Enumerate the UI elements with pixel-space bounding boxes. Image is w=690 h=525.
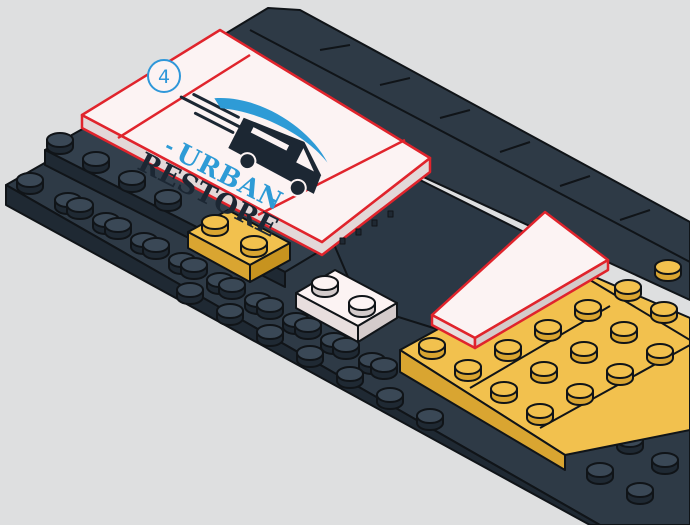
baseplate-stud (67, 198, 93, 219)
step-number: 4 (158, 66, 170, 88)
baseplate-stud (587, 463, 613, 484)
white-stud (349, 296, 375, 317)
yellow-stud (647, 344, 673, 365)
step-number-badge: 4 (148, 60, 180, 92)
baseplate-stud (295, 318, 321, 339)
baseplate-stud (181, 258, 207, 279)
baseplate-stud (297, 346, 323, 367)
yellow-stud (575, 300, 601, 321)
yellow-stud (491, 382, 517, 403)
yellow-stud (571, 342, 597, 363)
baseplate-stud (47, 133, 73, 154)
baseplate-stud (257, 298, 283, 319)
yellow-stud (655, 260, 681, 281)
baseplate-stud (143, 238, 169, 259)
baseplate-stud (337, 367, 363, 388)
yellow-stud (419, 338, 445, 359)
baseplate-stud (177, 283, 203, 304)
baseplate-stud (652, 453, 678, 474)
baseplate-stud (257, 325, 283, 346)
yellow-stud (611, 322, 637, 343)
baseplate-stud (17, 173, 43, 194)
yellow-stud (607, 364, 633, 385)
baseplate-stud (371, 358, 397, 379)
yellow-stud (535, 320, 561, 341)
yellow-stud (455, 360, 481, 381)
yellow-stud (527, 404, 553, 425)
baseplate-stud (105, 218, 131, 239)
yellow-stud (567, 384, 593, 405)
baseplate-stud (219, 278, 245, 299)
yellow-stud (615, 280, 641, 301)
yellow-stud (495, 340, 521, 361)
baseplate-stud (627, 483, 653, 504)
white-stud (312, 276, 338, 297)
baseplate-stud (217, 304, 243, 325)
baseplate-stud (83, 152, 109, 173)
yellow-stud (531, 362, 557, 383)
baseplate-stud (377, 388, 403, 409)
yellow-stud (651, 302, 677, 323)
baseplate-stud (417, 409, 443, 430)
